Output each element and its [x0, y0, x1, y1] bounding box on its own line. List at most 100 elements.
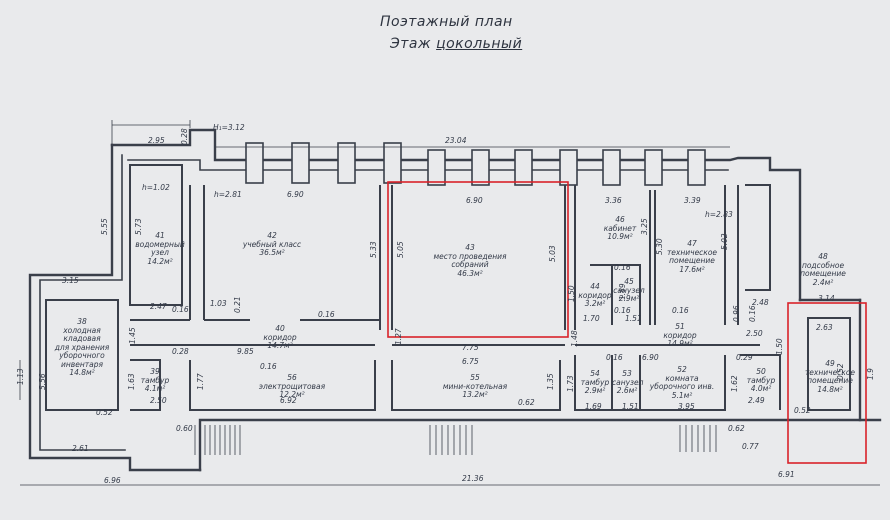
- dim-label: 1.51: [625, 314, 642, 323]
- dim-label: 1.62: [730, 375, 739, 392]
- dim-label: 5.30: [655, 238, 664, 255]
- dim-label: 1.9: [866, 368, 875, 380]
- dim-label: 3.14: [818, 294, 835, 303]
- dim-label: 1.03: [210, 299, 227, 308]
- dim-label: 5.05: [396, 241, 405, 258]
- dim-label: 5.56: [38, 373, 47, 390]
- dim-label: 0.16: [672, 306, 689, 315]
- dim-label: 2.61: [72, 444, 89, 453]
- dim-label: 0.62: [518, 398, 535, 407]
- dim-label: 6.90: [466, 196, 483, 205]
- dim-label: 0.96: [732, 305, 741, 322]
- dim-label: 1.27: [394, 328, 403, 345]
- dim-label: H₁=3.12: [213, 123, 245, 132]
- dim-label: 3.39: [684, 196, 701, 205]
- dim-label: 0.16: [318, 310, 335, 319]
- dim-label: 5.02: [720, 233, 729, 250]
- dim-label: 1.50: [567, 285, 576, 302]
- outer-walls: [28, 128, 882, 472]
- dim-label: 0.16: [748, 305, 757, 322]
- dim-label: 7.75: [462, 343, 479, 352]
- dim-label: 6.75: [462, 357, 479, 366]
- dim-label: 2.63: [816, 323, 833, 332]
- dim-label: 0.62: [728, 424, 745, 433]
- window-piers: [245, 142, 706, 186]
- dim-label: 3.25: [640, 218, 649, 235]
- dim-label: 1.63: [127, 373, 136, 390]
- dim-label: 23.04: [445, 136, 467, 145]
- dim-label: 6.90: [642, 353, 659, 362]
- dim-label: 2.49: [748, 396, 765, 405]
- dim-label: h=2.81: [214, 190, 242, 199]
- dim-label: 2.50: [746, 329, 763, 338]
- dim-label: 5.03: [548, 245, 557, 262]
- dim-label: 0.29: [736, 353, 753, 362]
- stairs: [194, 425, 717, 455]
- dim-label: 0.28: [180, 128, 189, 145]
- dim-label: h=1.02: [142, 183, 170, 192]
- floor-label-prefix: Этаж: [390, 36, 437, 52]
- dim-label: h=2.83: [705, 210, 733, 219]
- dim-label: 0.16: [614, 263, 631, 272]
- interior-walls: [45, 164, 851, 411]
- dim-label: 0.16: [260, 362, 277, 371]
- dim-label: 9.85: [237, 347, 254, 356]
- dim-label: 6.90: [287, 190, 304, 199]
- floor-label: Этаж цокольный: [390, 36, 522, 52]
- dim-label: 1.51: [622, 402, 639, 411]
- dim-label: 6.91: [778, 470, 795, 479]
- dim-label: 0.28: [172, 347, 189, 356]
- dimension-lines: [19, 120, 880, 486]
- dim-label: 0.77: [742, 442, 759, 451]
- dim-label: 3.36: [605, 196, 622, 205]
- dim-label: 0.16: [614, 306, 631, 315]
- dim-label: 1.73: [566, 375, 575, 392]
- dim-label: 5.33: [369, 241, 378, 258]
- dim-label: 2.48: [752, 298, 769, 307]
- dim-label: 6.96: [104, 476, 121, 485]
- dim-label: 0.16: [606, 353, 623, 362]
- dim-label: 0.52: [794, 406, 811, 415]
- dim-label: 3.15: [62, 276, 79, 285]
- dim-label: 1.89: [618, 283, 627, 300]
- dim-label: 0.21: [233, 296, 242, 313]
- dim-label: 1.48: [570, 330, 579, 347]
- dim-label: 1.35: [546, 373, 555, 390]
- dim-label: 1.70: [583, 314, 600, 323]
- dim-label: 0.16: [172, 305, 189, 314]
- dim-label: 0.52: [96, 408, 113, 417]
- dim-label: 21.36: [462, 474, 484, 483]
- dim-label: 2.50: [150, 396, 167, 405]
- floor-label-value: цокольный: [436, 36, 523, 52]
- dim-label: 1.50: [775, 338, 784, 355]
- dim-label: 2.95: [148, 136, 165, 145]
- dim-label: 5.73: [134, 218, 143, 235]
- dim-label: 3.95: [678, 402, 695, 411]
- dim-label: 0.60: [176, 424, 193, 433]
- plan-title: Поэтажный план: [380, 14, 513, 30]
- dim-label: 0.52: [836, 363, 845, 380]
- dim-label: 1.13: [16, 368, 25, 385]
- dim-label: 2.47: [150, 302, 167, 311]
- dim-label: 1.77: [196, 373, 205, 390]
